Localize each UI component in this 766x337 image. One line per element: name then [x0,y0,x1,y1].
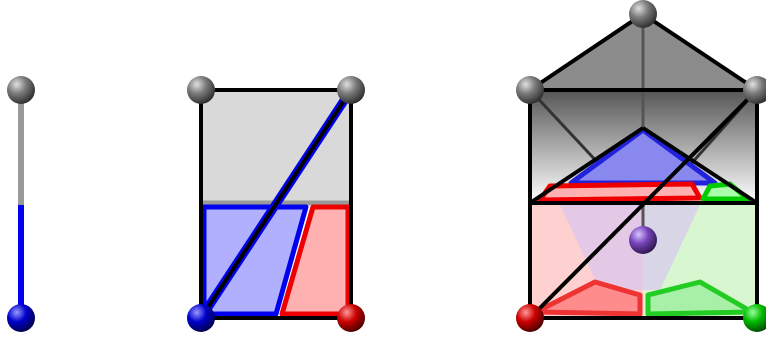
panel-square [187,76,365,332]
vertex-green [743,304,766,332]
vertex-gray [629,0,657,28]
square-upper-region [201,90,351,203]
prism-lower-mid-tint [560,205,700,290]
prism-triangle-edge [641,126,759,205]
prism-inner-red-region [537,181,703,203]
prism-diagonal [528,108,740,320]
prism-outline [528,88,759,320]
vertex-gray [187,76,215,104]
vertex-gray [516,76,544,104]
prism-inner-edge [528,88,602,167]
vertex-blue [7,304,35,332]
prism-lower-red-cell [533,279,643,317]
vertex-purple [629,226,657,254]
vertex-red [337,304,365,332]
vertex-gray [743,76,766,104]
vertex-red [516,304,544,332]
vertex-blue [187,304,215,332]
square-diagonal [199,88,353,320]
panel-prism [516,0,766,332]
panel-segment [7,76,35,332]
square-outline [199,88,353,320]
vertex-gray [337,76,365,104]
prism-triangle-edge [528,126,645,205]
vertex-gray [7,76,35,104]
